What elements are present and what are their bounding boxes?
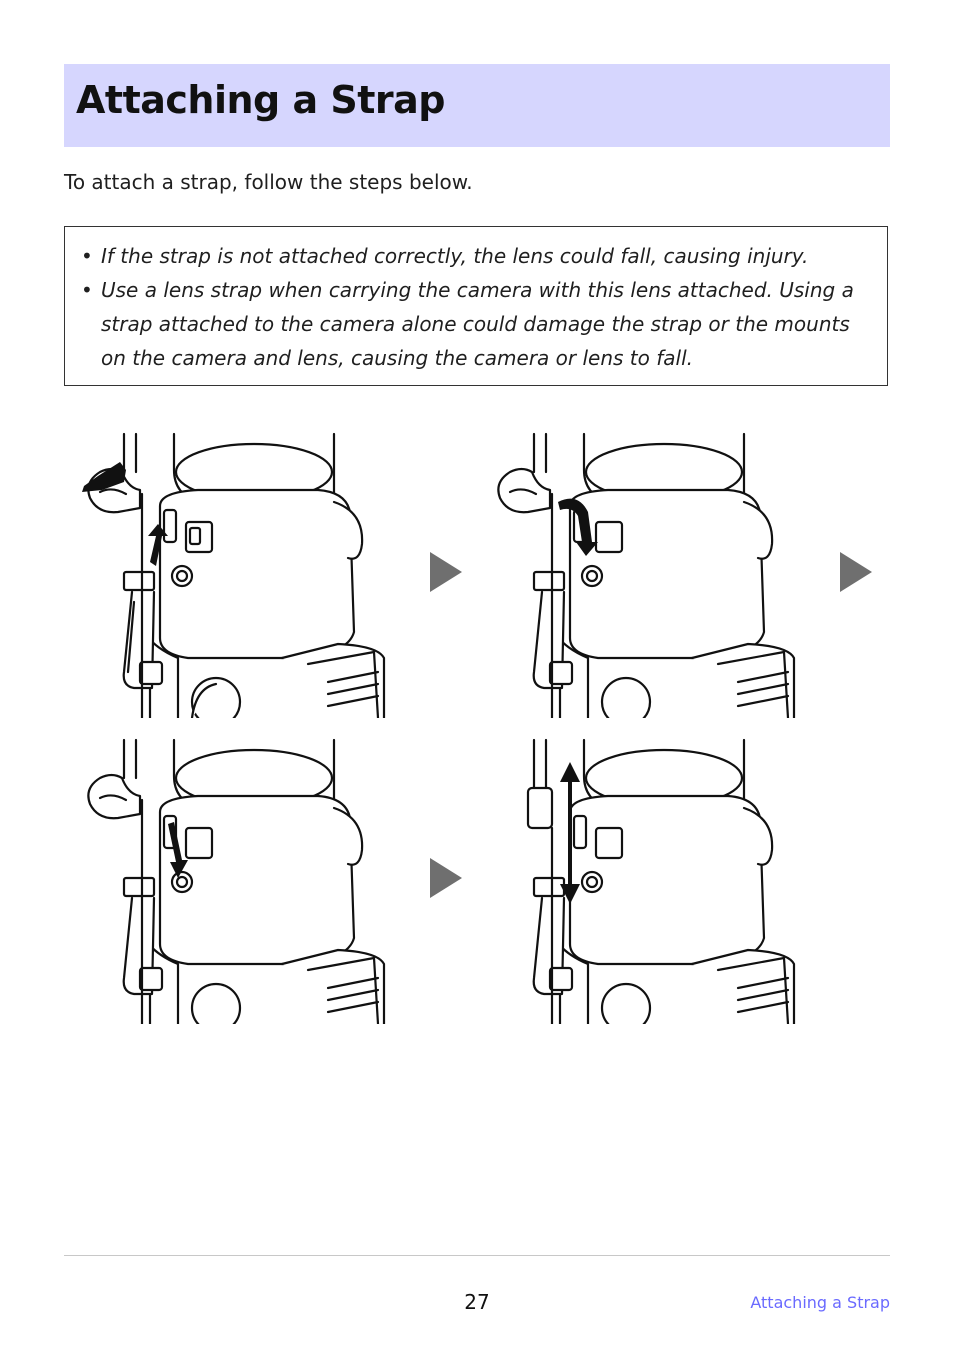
triangle-right-icon	[430, 858, 462, 898]
warning-text: Use a lens strap when carrying the camer…	[101, 278, 854, 370]
warning-item: • If the strap is not attached correctly,…	[81, 239, 867, 273]
bullet: •	[81, 278, 93, 302]
page-title: Attaching a Strap	[76, 78, 445, 122]
footer-divider	[64, 1255, 890, 1256]
triangle-right-icon	[840, 552, 872, 592]
section-link[interactable]: Attaching a Strap	[750, 1293, 890, 1312]
title-banner: Attaching a Strap	[64, 64, 890, 147]
bullet: •	[81, 244, 93, 268]
warning-list: • If the strap is not attached correctly,…	[81, 239, 867, 375]
lens-strap-step-3-illustration	[87, 738, 386, 1024]
lens-strap-step-2-illustration	[497, 432, 796, 718]
triangle-right-icon	[430, 552, 462, 592]
lens-strap-step-1-illustration	[82, 432, 386, 718]
lens-strap-step-4-illustration	[526, 738, 796, 1024]
page-number: 27	[464, 1290, 490, 1314]
warning-box: • If the strap is not attached correctly,…	[64, 226, 888, 386]
intro-text: To attach a strap, follow the steps belo…	[64, 170, 473, 194]
warning-item: • Use a lens strap when carrying the came…	[81, 273, 867, 375]
warning-text: If the strap is not attached correctly, …	[101, 244, 809, 268]
